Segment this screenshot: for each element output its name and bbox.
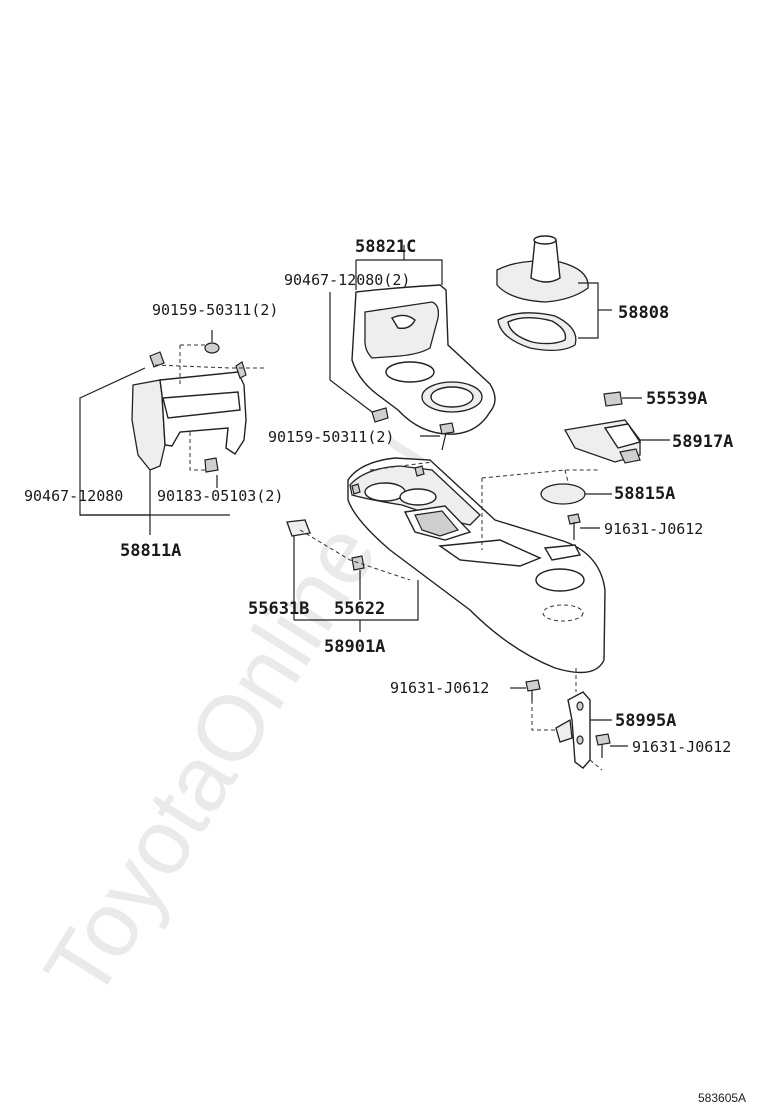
bolt-90159-mid — [439, 422, 455, 451]
label-90159-mid: 90159-50311(2) — [268, 428, 394, 446]
label-90467-top: 90467-12080(2) — [284, 271, 410, 289]
label-55631B: 55631B — [248, 599, 309, 619]
label-58815A: 58815A — [614, 484, 675, 504]
console-panel-58821C — [351, 284, 496, 435]
bolt-91631-a — [567, 513, 581, 540]
label-55539A: 55539A — [646, 389, 707, 409]
clip-55631B — [286, 519, 311, 537]
tray-58917A — [563, 419, 642, 464]
label-91631-a: 91631-J0612 — [604, 520, 703, 538]
label-90467-left: 90467-12080 — [24, 487, 123, 505]
label-58901A: 58901A — [324, 637, 385, 657]
mat-58815A — [540, 483, 586, 505]
label-91631-c: 91631-J0612 — [632, 738, 731, 756]
label-58995A: 58995A — [615, 711, 676, 731]
bolt-91631-b — [525, 679, 541, 702]
label-90183: 90183-05103(2) — [157, 487, 283, 505]
label-58917A: 58917A — [672, 432, 733, 452]
figure-id: 583605A — [698, 1091, 746, 1105]
clip-55539A — [603, 391, 623, 407]
label-55622: 55622 — [334, 599, 385, 619]
console-box-58901A — [347, 457, 606, 674]
label-90159-left: 90159-50311(2) — [152, 301, 278, 319]
label-58821C: 58821C — [355, 237, 416, 257]
bracket-58811A — [131, 342, 247, 473]
label-58811A: 58811A — [120, 541, 181, 561]
label-58808: 58808 — [618, 303, 669, 323]
bolt-91631-c — [595, 733, 611, 758]
label-91631-b: 91631-J0612 — [390, 679, 489, 697]
shift-boot-58808 — [496, 235, 589, 352]
bracket-58995A — [555, 691, 591, 769]
